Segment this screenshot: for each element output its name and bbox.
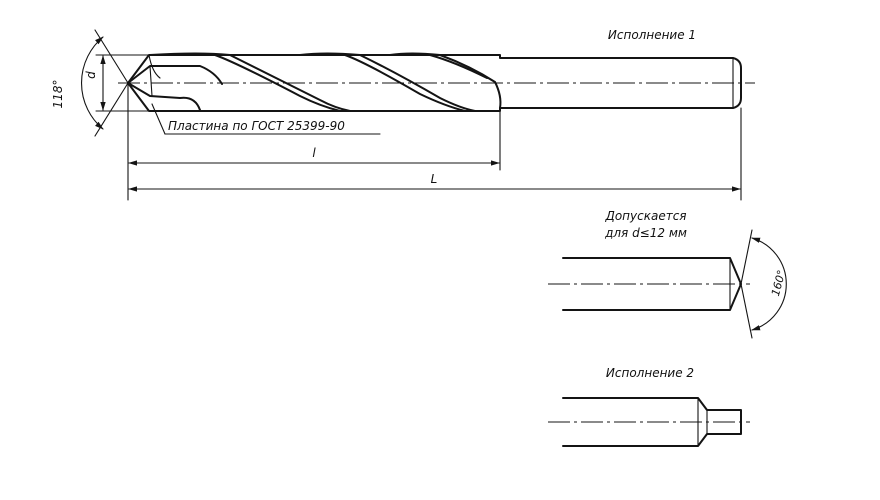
plate-note-label: Пластина по ГОСТ 25399-90 (168, 119, 345, 133)
variant-1-title: Исполнение 1 (608, 28, 696, 42)
allowed-shank-view: Допускается для d≤12 мм 160° (548, 209, 788, 339)
length-L-label: L (431, 172, 438, 186)
angle-118-label: 118° (51, 80, 65, 109)
length-l-dimension: l (127, 83, 501, 201)
allowed-title-line1: Допускается (604, 209, 686, 223)
diameter-d-label: d (84, 71, 98, 79)
flute-3-edge (429, 54, 488, 79)
flute-1-edge (214, 54, 341, 112)
length-l-label: l (312, 146, 316, 160)
angle-118-dimension: 118° (51, 29, 129, 137)
flute-2 (299, 52, 476, 112)
diameter-d-dimension: d (84, 54, 149, 112)
tip-plate (127, 65, 223, 111)
variant-2-view: Исполнение 2 (548, 366, 750, 447)
flute-1 (149, 52, 351, 112)
length-L-dimension: L (128, 107, 742, 201)
drill-main-view (118, 52, 755, 112)
tip-chisel-edge (148, 54, 161, 97)
variant-2-title: Исполнение 2 (606, 366, 694, 380)
allowed-title-line2: для d≤12 мм (604, 226, 687, 240)
plate-leader: Пластина по ГОСТ 25399-90 (151, 103, 381, 135)
flute-3 (389, 52, 502, 109)
flute-2-edge (344, 54, 466, 112)
variant-2-outline (562, 397, 742, 447)
